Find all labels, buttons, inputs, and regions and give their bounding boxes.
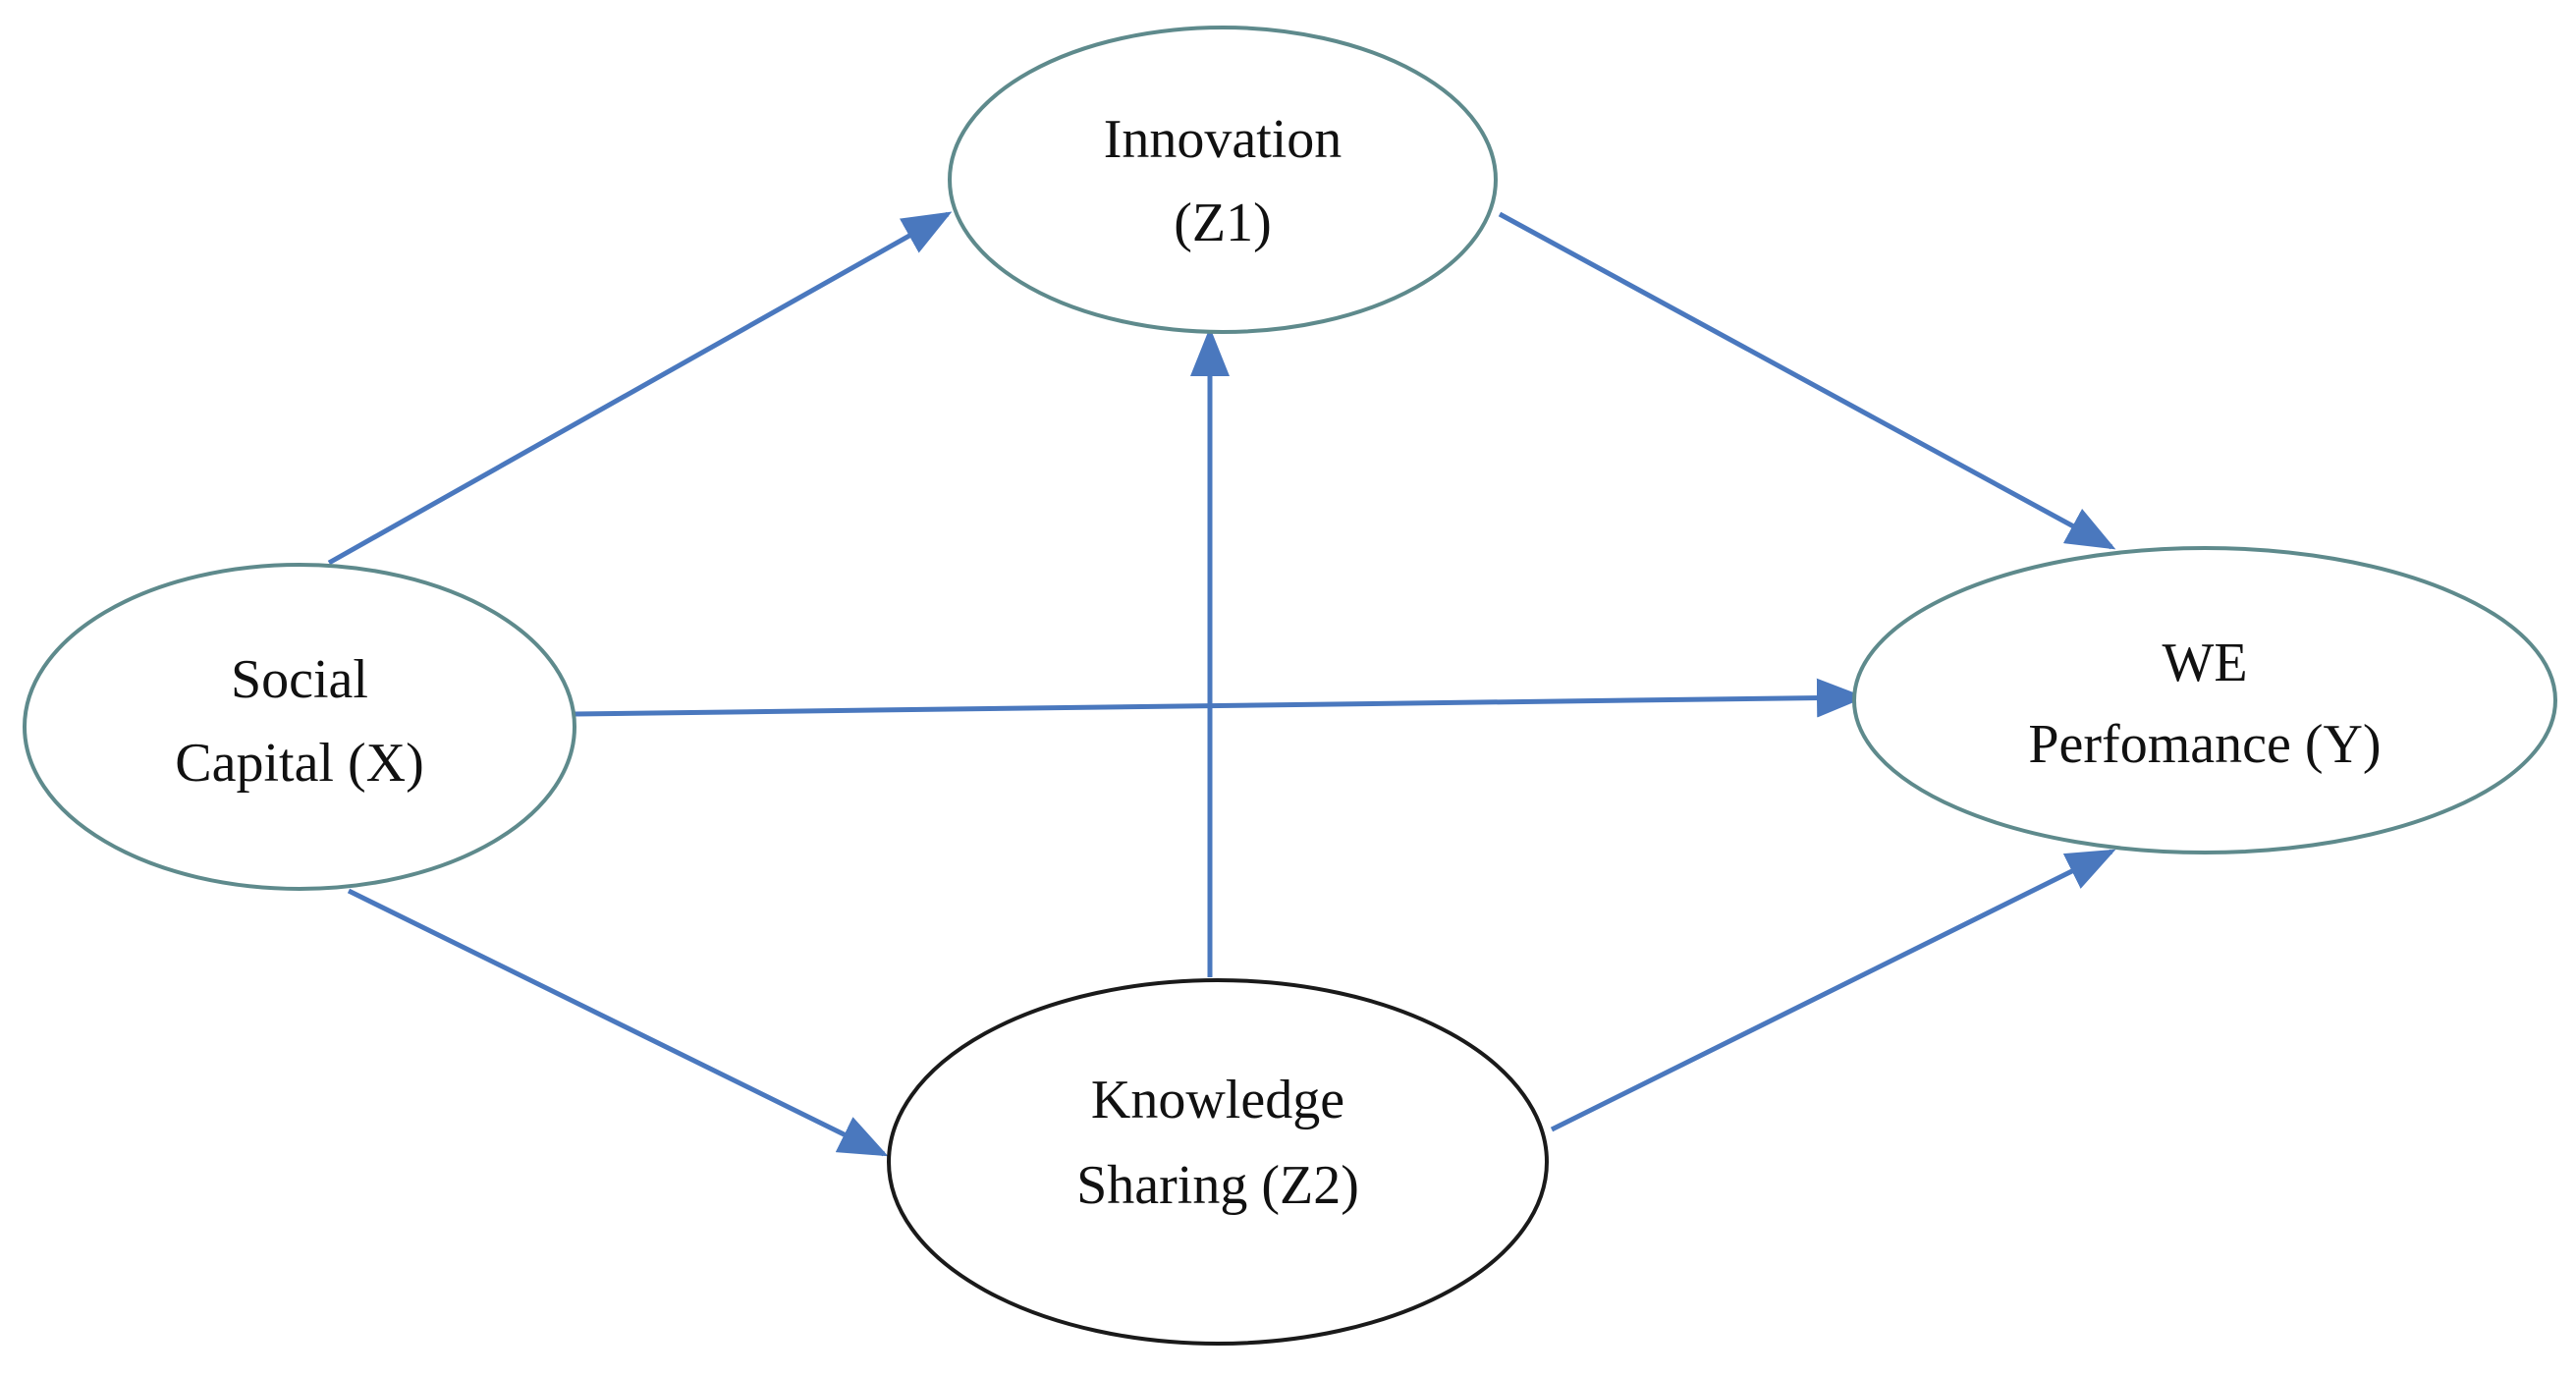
- node-knowledge-sharing-line-1: Knowledge: [1091, 1070, 1344, 1130]
- node-knowledge-sharing-line-2: Sharing (Z2): [1076, 1155, 1359, 1216]
- arrow-social-capital-to-we-performance: [574, 678, 1866, 718]
- arrow-social-capital-to-innovation: [327, 211, 953, 566]
- node-social-capital-shape: [23, 563, 576, 891]
- node-social-capital: Social Capital (X): [23, 563, 576, 891]
- node-we-performance-shape: [1852, 546, 2557, 854]
- node-innovation-line-1: Innovation: [1104, 109, 1343, 170]
- node-innovation-shape: [948, 26, 1498, 334]
- node-social-capital-line-2: Capital (X): [175, 733, 423, 794]
- node-knowledge-sharing-shape: [887, 978, 1549, 1346]
- node-innovation: Innovation (Z1): [948, 26, 1498, 334]
- node-knowledge-sharing: Knowledge Sharing (Z2): [887, 978, 1549, 1346]
- arrow-innovation-to-we-performance: [1498, 211, 2116, 550]
- arrow-knowledge-sharing-to-we-performance: [1550, 849, 2116, 1132]
- node-social-capital-line-1: Social: [231, 649, 368, 710]
- node-we-performance-line-2: Perfomance (Y): [2028, 714, 2381, 775]
- nodes-layer: Innovation (Z1) Social Capital (X) WE Pe…: [23, 26, 2557, 1346]
- edges-layer: [327, 211, 2116, 1157]
- arrow-social-capital-to-knowledge-sharing: [347, 888, 889, 1157]
- node-we-performance-line-1: WE: [2162, 633, 2247, 693]
- node-innovation-line-2: (Z1): [1174, 193, 1272, 253]
- node-we-performance: WE Perfomance (Y): [1852, 546, 2557, 854]
